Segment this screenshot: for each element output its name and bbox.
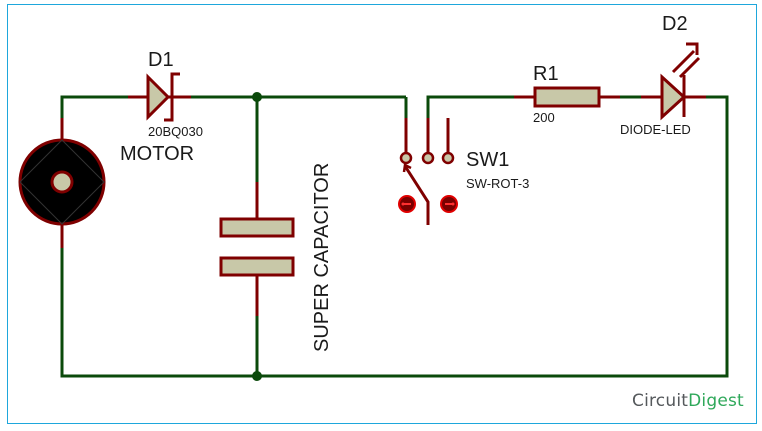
sw1-switch-symbol <box>399 118 455 225</box>
junction-node-top <box>252 92 262 102</box>
sw1-value: SW-ROT-3 <box>466 176 529 191</box>
motor-symbol <box>18 118 106 248</box>
motor-label: MOTOR <box>120 143 194 165</box>
r1-resistor-symbol <box>514 86 620 108</box>
sw1-rotate-right-button[interactable] <box>440 195 458 213</box>
circuitdigest-logo: CircuitDigest <box>632 391 744 411</box>
diagram-frame <box>7 4 757 424</box>
rotate-right-icon <box>451 202 455 206</box>
d1-diode-symbol <box>128 72 191 122</box>
wire-d2-right <box>60 95 729 378</box>
wire-switch-to-r1 <box>426 95 514 118</box>
sw1-ref: SW1 <box>466 149 509 171</box>
rotate-left-icon <box>401 202 405 206</box>
r1-value: 200 <box>533 110 555 125</box>
brand-part-digest: Digest <box>688 391 744 411</box>
r1-ref: R1 <box>533 63 559 85</box>
brand-part-circuit: Circuit <box>632 391 689 411</box>
sw1-rotate-left-button[interactable] <box>398 195 416 213</box>
wire-motor-top <box>60 95 128 118</box>
d1-ref: D1 <box>148 49 174 71</box>
d2-ref: D2 <box>662 13 688 35</box>
capacitor-label: SUPER CAPACITOR <box>311 163 333 352</box>
d2-led-symbol <box>641 42 706 121</box>
wires <box>60 95 729 378</box>
d2-value: DIODE-LED <box>620 122 691 137</box>
capacitor-symbol <box>219 182 295 316</box>
d1-value: 20BQ030 <box>148 124 203 139</box>
junction-node-bottom <box>252 371 262 381</box>
